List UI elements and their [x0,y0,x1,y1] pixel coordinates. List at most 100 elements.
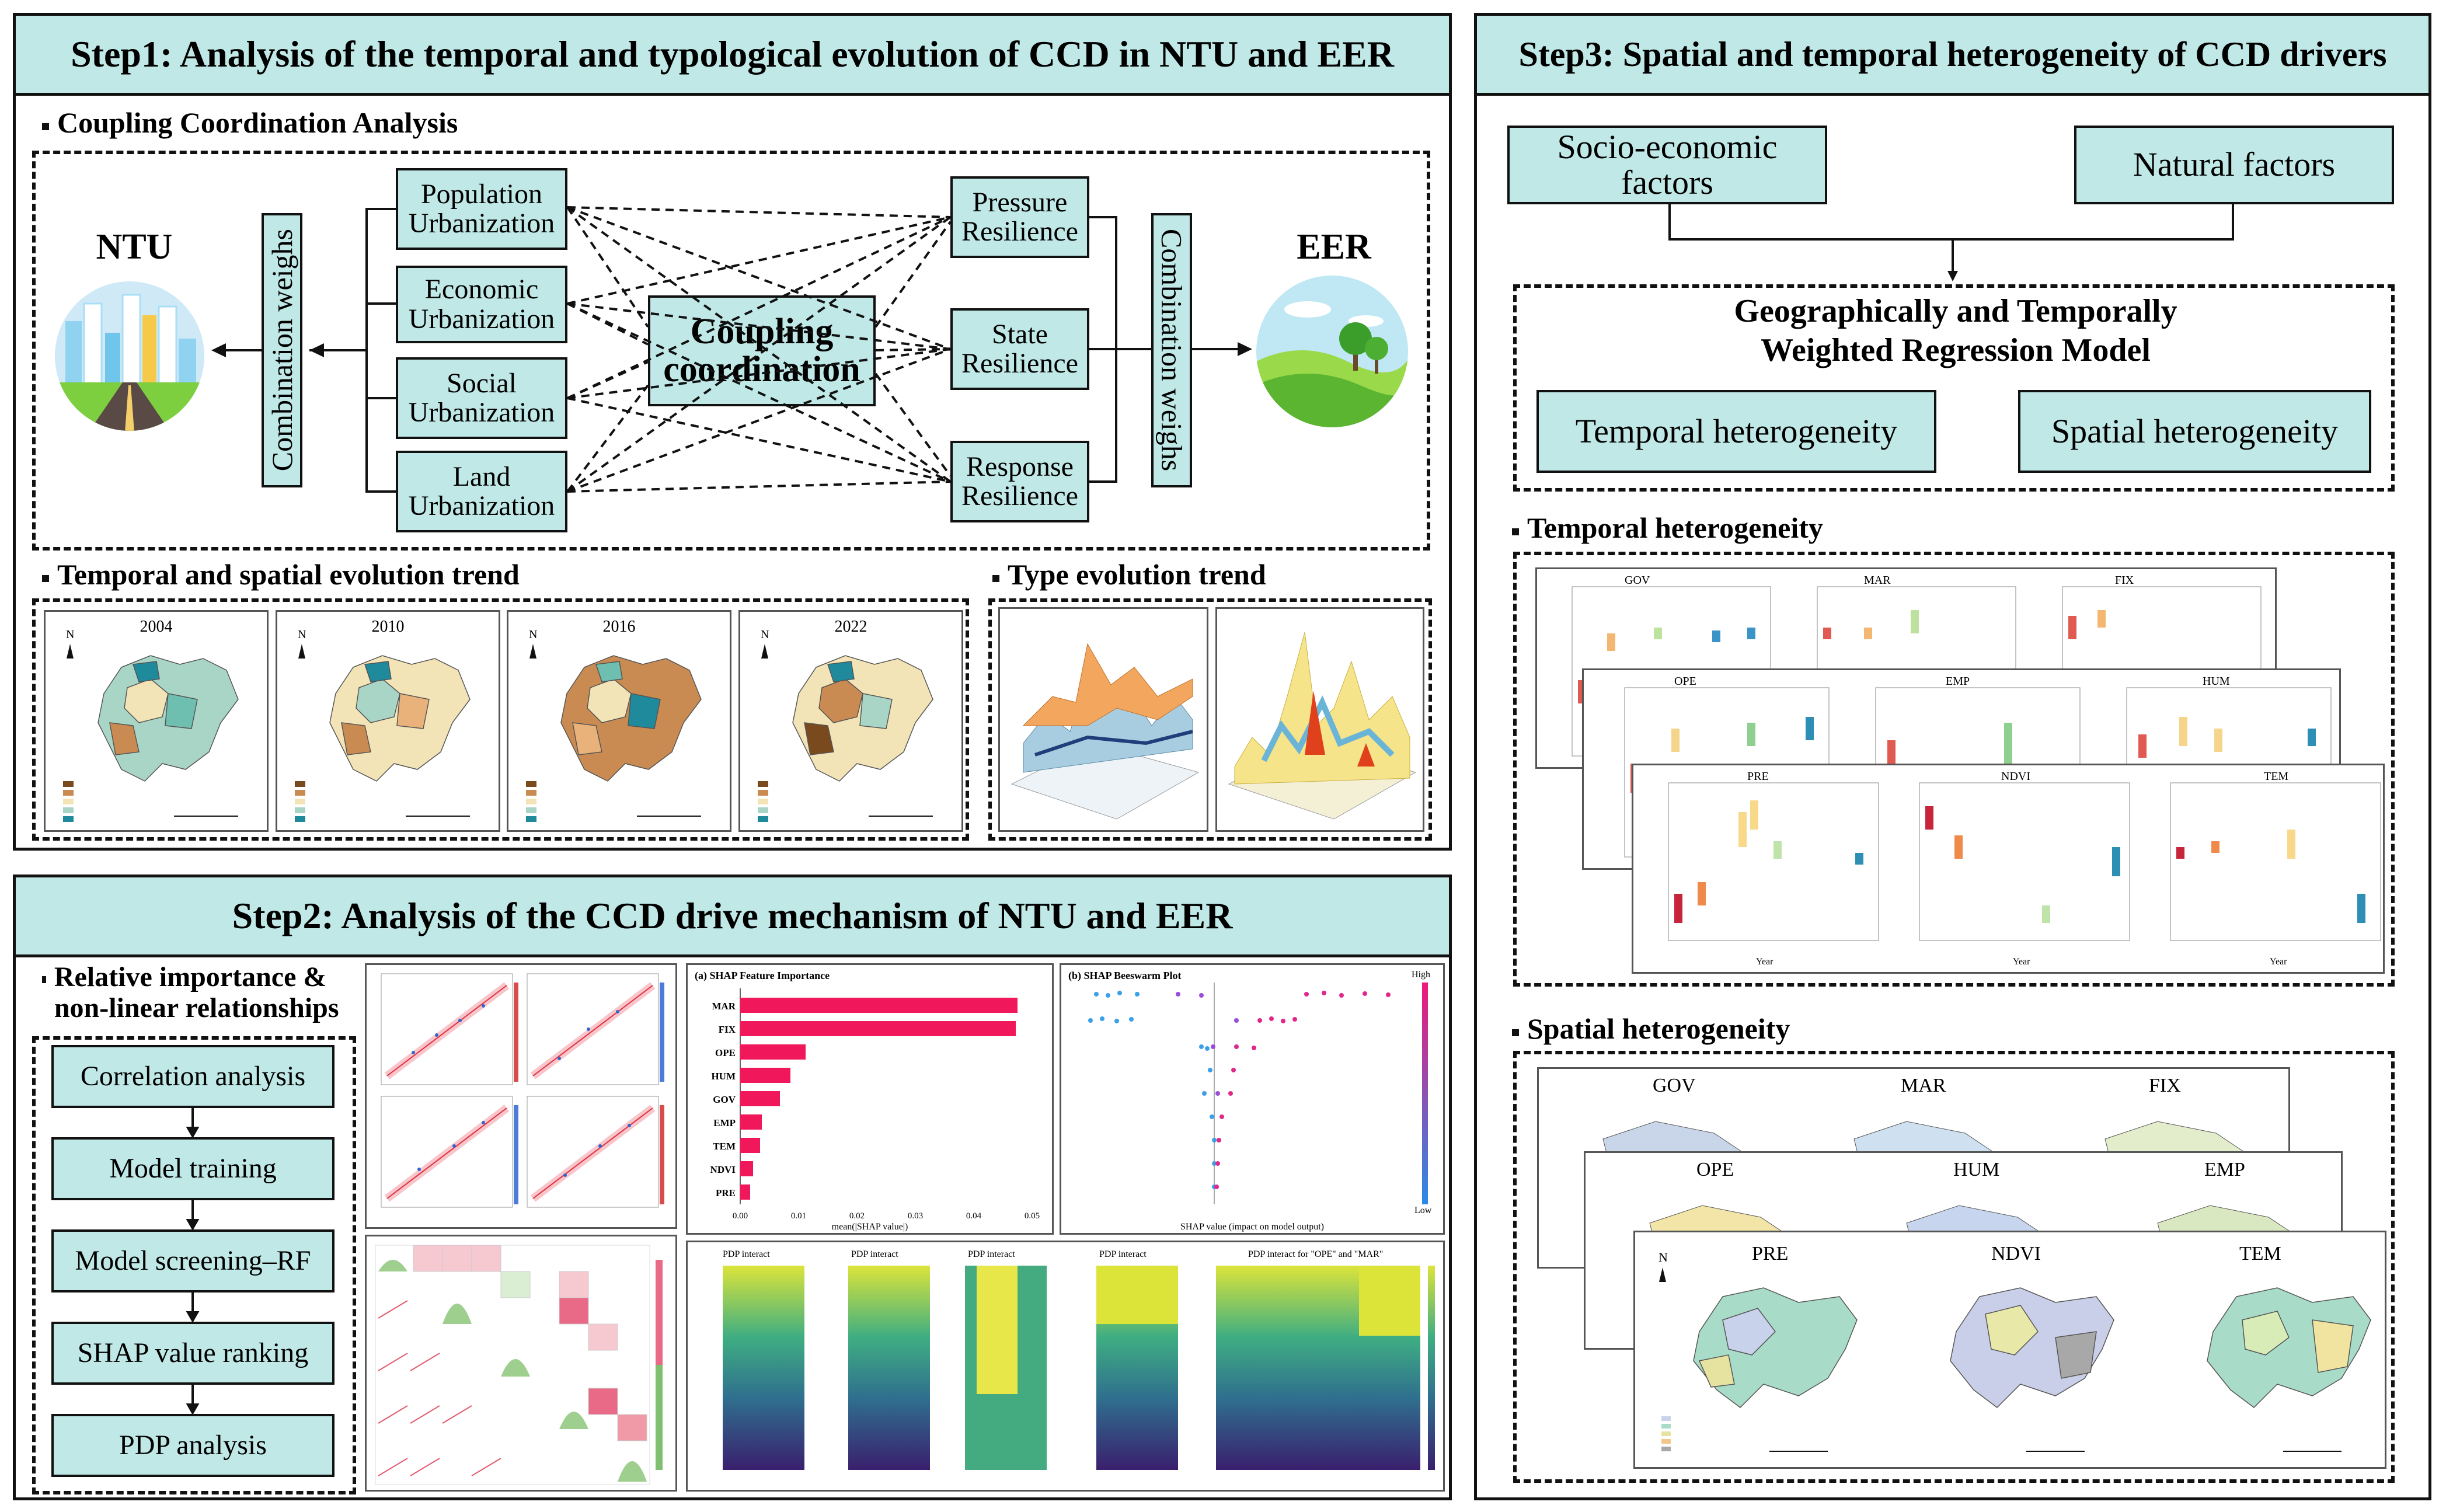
shap-bar-gov [740,1091,780,1106]
surface-plot-1 [998,607,1208,832]
temporal-heterogeneity-box: Temporal heterogeneity [1536,390,1936,473]
shap-tick-label: 0.01 [791,1211,806,1221]
shap-tick-label: 0.03 [908,1211,923,1221]
pdp-title: PDP interact [1099,1249,1147,1259]
shap-feature-label: OPE [715,1047,736,1058]
shap-tick-label: 0.04 [966,1211,982,1221]
flow-step-pdp: PDP analysis [51,1414,335,1477]
shap-bar-ope [740,1044,806,1060]
coupling-section-title: Coupling Coordination Analysis [42,104,458,141]
pdp-title: PDP interact [968,1249,1015,1259]
svg-text:N: N [1658,1250,1668,1264]
svg-text:N: N [529,628,537,641]
shap-bar-hum [740,1068,790,1083]
population-urbanization-box: Population Urbanization [396,168,567,250]
flow-frame [32,1036,356,1494]
shap-importance-xlabel: mean(|SHAP value|) [831,1222,908,1232]
flow-step-screening: Model screening–RF [51,1229,335,1292]
state-resilience-box: State Resilience [950,308,1089,390]
shap-tick-label: 0.00 [733,1211,748,1221]
eer-label: EER [1297,227,1371,267]
spatial-var-label: FIX [2149,1075,2181,1096]
shap-importance-title: (a) SHAP Feature Importance [695,970,830,981]
shap-feature-label: EMP [713,1117,736,1128]
shap-tick-label: 0.05 [1025,1211,1040,1221]
temporal-var-label: FIX [2115,574,2134,587]
spatial-var-label: OPE [1696,1159,1734,1180]
temporal-var-label: TEM [2264,770,2289,783]
shap-bar-emp [740,1114,762,1130]
temporal-axis-year: Year [2270,957,2287,967]
shap-bar-fix [740,1021,1016,1036]
map-2010: 2010 N [276,610,500,832]
coupling-frame [32,151,1430,551]
flow-step-correlation: Correlation analysis [51,1045,335,1108]
spatial-var-label: GOV [1653,1075,1696,1096]
temporal-var-label: NDVI [2001,770,2030,783]
flow-step-training: Model training [51,1137,335,1200]
gtwr-frame [1513,284,2395,492]
shap-beeswarm-chart: (b) SHAP Beeswarm Plot High Low SHAP val… [1060,963,1445,1235]
pdp-title: PDP interact [723,1249,770,1259]
shap-feature-label: GOV [713,1094,736,1105]
map-year-label: 2016 [602,618,636,636]
socio-economic-box: Socio-economic factors [1507,126,1827,204]
step1-header: Step1: Analysis of the temporal and typo… [13,13,1452,96]
coupling-connectors [211,206,1252,493]
beeswarm-high-label: High [1412,970,1430,980]
factor-connectors [1668,204,2234,281]
pdp-title: PDP interact [851,1249,898,1259]
spatial-var-label: NDVI [1991,1243,2041,1264]
temporal-frame [1513,552,2395,987]
temporal-axis-year: Year [2013,957,2030,967]
step3-header: Step3: Spatial and temporal heterogeneit… [1474,13,2431,96]
svg-text:N: N [298,628,306,641]
spatial-card-3: PRE NDVI TEM N [1633,1231,2386,1469]
spatial-var-label: HUM [1953,1159,2000,1180]
temporal-card-3: PRE NDVI TEM Year Year Year [1632,764,2385,974]
spatial-var-label: TEM [2239,1243,2281,1264]
shap-tick-label: 0.02 [849,1211,865,1221]
flow-step-shap: SHAP value ranking [51,1322,335,1385]
shap-feature-label: TEM [713,1141,736,1152]
trend-section-title: Temporal and spatial evolution trend [42,556,520,593]
shap-feature-label: MAR [712,1001,736,1012]
step2-section-title: Relative importance & non-linear relatio… [42,961,375,1032]
shap-bar-mar [740,998,1018,1013]
gtwr-title: Geographically and Temporally Weighted R… [1734,293,2177,369]
pdp-title: PDP interact for "OPE" and "MAR" [1248,1249,1384,1259]
temporal-var-label: MAR [1864,574,1891,587]
shap-bar-ndvi [740,1161,753,1176]
pdp-panel-group: PDP interact PDP interact PDP interact P… [686,1241,1445,1492]
temporal-axis-year: Year [1756,957,1773,967]
temporal-section-title: Temporal heterogeneity [1512,509,1823,546]
spatial-heterogeneity-box: Spatial heterogeneity [2018,390,2371,473]
trend-frame [32,598,969,841]
temporal-var-label: OPE [1674,675,1696,688]
economic-urbanization-box: Economic Urbanization [396,266,567,343]
shap-bar-tem [740,1138,760,1153]
spatial-section-title: Spatial heterogeneity [1512,1010,1790,1047]
beeswarm-xlabel: SHAP value (impact on model output) [1180,1222,1325,1232]
type-frame [988,598,1432,841]
step2-header: Step2: Analysis of the CCD drive mechani… [13,875,1452,957]
spatial-var-label: EMP [2204,1159,2245,1180]
temporal-var-label: GOV [1625,574,1650,587]
shap-feature-label: HUM [711,1071,736,1082]
surface-plot-2 [1215,607,1424,832]
city-icon [55,281,204,431]
map-2004: 2004 N [44,610,269,832]
type-section-title: Type evolution trend [992,556,1266,593]
land-urbanization-box: Land Urbanization [396,451,567,532]
social-urbanization-box: Social Urbanization [396,357,567,439]
shap-feature-label: PRE [716,1187,736,1199]
map-year-label: 2022 [834,618,867,636]
map-year-label: 2004 [140,618,173,636]
temporal-var-label: PRE [1747,770,1769,783]
map-2022: 2022 N [738,610,963,832]
beeswarm-title: (b) SHAP Beeswarm Plot [1068,970,1182,981]
spatial-var-label: PRE [1752,1243,1789,1264]
map-2016: 2016 N [507,610,731,832]
shap-bar-pre [740,1184,750,1200]
temporal-var-label: EMP [1946,675,1970,688]
